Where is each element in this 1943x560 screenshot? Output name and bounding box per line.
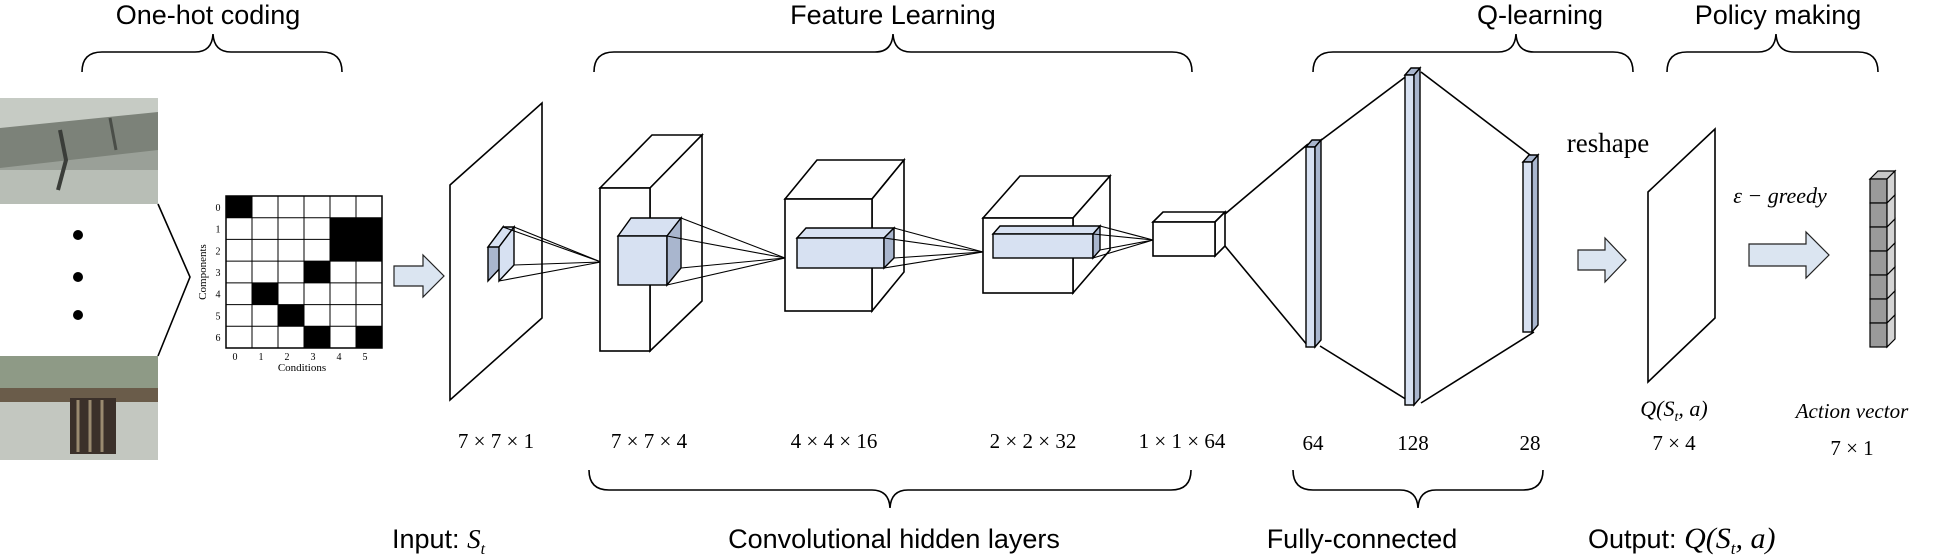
grid-cell-filled <box>356 326 382 348</box>
dim-input: 7 × 7 × 1 <box>458 429 534 453</box>
grid-row-tick: 2 <box>216 246 221 257</box>
grid-row-tick: 1 <box>216 225 221 236</box>
grid-row-tick: 0 <box>216 203 221 214</box>
action-cell <box>1869 226 1888 252</box>
title-feature-learning: Feature Learning <box>790 0 996 30</box>
fully-connected-label: Fully-connected <box>1267 524 1458 554</box>
grid-cell-filled <box>356 239 382 262</box>
brace-policy-making <box>1666 33 1879 73</box>
photo-to-grid-connector <box>157 203 191 357</box>
input-plane <box>449 101 602 402</box>
brace-one-hot <box>81 33 343 73</box>
dim-conv1: 7 × 7 × 4 <box>611 429 688 453</box>
reshape-label: reshape <box>1567 128 1649 158</box>
grid-col-tick: 4 <box>337 352 342 363</box>
dim-conv4: 1 × 1 × 64 <box>1139 429 1226 453</box>
conv-block-1 <box>598 133 786 353</box>
one-hot-grid: 0 1 2 3 4 5 6 0 1 2 3 4 5 Components Conditions <box>197 195 383 374</box>
output-label: Output: Q(St, a) <box>1588 522 1775 558</box>
fully-connected-layers <box>1224 66 1540 407</box>
epsilon-greedy-label: ε − greedy <box>1733 183 1827 208</box>
title-q-learning: Q-learning <box>1477 0 1603 30</box>
action-vector-label: Action vector <box>1794 399 1909 423</box>
action-cell <box>1869 298 1888 324</box>
input-label: Input: St <box>392 524 486 558</box>
grid-row-tick: 3 <box>216 268 221 279</box>
grid-cell-filled <box>356 217 382 240</box>
policy-arrow <box>1748 230 1830 280</box>
action-cell <box>1869 274 1888 300</box>
input-arrow <box>393 253 445 299</box>
grid-col-tick: 0 <box>233 352 238 363</box>
grid-cell-filled <box>226 196 252 218</box>
dim-fc3: 28 <box>1520 431 1541 455</box>
grid-cell-filled <box>252 282 278 305</box>
dim-action: 7 × 1 <box>1830 436 1873 460</box>
action-cell <box>1869 202 1888 228</box>
action-cell-side <box>1886 313 1896 349</box>
bridge-photo-bottom <box>0 356 158 460</box>
dim-fc2: 128 <box>1397 431 1429 455</box>
title-one-hot-coding: One-hot coding <box>116 0 301 30</box>
grid-ylabel: Components <box>197 244 209 300</box>
action-cell <box>1869 178 1888 204</box>
conv-block-2 <box>783 157 984 314</box>
grid-col-tick: 3 <box>311 352 316 363</box>
ellipsis-dot <box>73 310 83 320</box>
grid-col-tick: 5 <box>363 352 368 363</box>
grid-cell-filled <box>304 326 330 348</box>
grid-cell-filled <box>304 261 330 283</box>
ellipsis-dot <box>73 272 83 282</box>
q-value-label: Q(St, a) <box>1640 396 1707 425</box>
grid-cell-filled <box>278 304 304 327</box>
grid-row-tick: 5 <box>216 311 221 322</box>
grid-cell-filled <box>330 239 356 262</box>
grid-cell-filled <box>330 217 356 240</box>
reshape-arrow <box>1577 236 1627 284</box>
grid-col-tick: 2 <box>285 352 290 363</box>
conv-block-3 <box>981 173 1154 296</box>
dim-conv3: 2 × 2 × 32 <box>990 429 1077 453</box>
grid-row-tick: 6 <box>216 333 221 344</box>
action-cell <box>1869 322 1888 348</box>
conv-block-4 <box>1151 210 1227 258</box>
conv-layers-label: Convolutional hidden layers <box>728 524 1060 554</box>
dim-q-output: 7 × 4 <box>1652 431 1696 455</box>
brace-feature-learning <box>593 33 1193 73</box>
dim-conv2: 4 × 4 × 16 <box>791 429 878 453</box>
ellipsis-dot <box>73 230 83 240</box>
brace-conv-layers <box>588 469 1192 509</box>
brace-q-learning <box>1312 33 1634 73</box>
bridge-photo-top <box>0 98 158 204</box>
grid-col-tick: 1 <box>259 352 264 363</box>
action-cell <box>1869 250 1888 276</box>
brace-fully-connected <box>1292 469 1544 509</box>
grid-row-tick: 4 <box>216 290 221 301</box>
action-vector <box>1868 169 1897 349</box>
grid-xlabel: Conditions <box>278 362 326 374</box>
title-policy-making: Policy making <box>1695 0 1862 30</box>
dim-fc1: 64 <box>1303 431 1325 455</box>
output-plane <box>1647 127 1716 384</box>
